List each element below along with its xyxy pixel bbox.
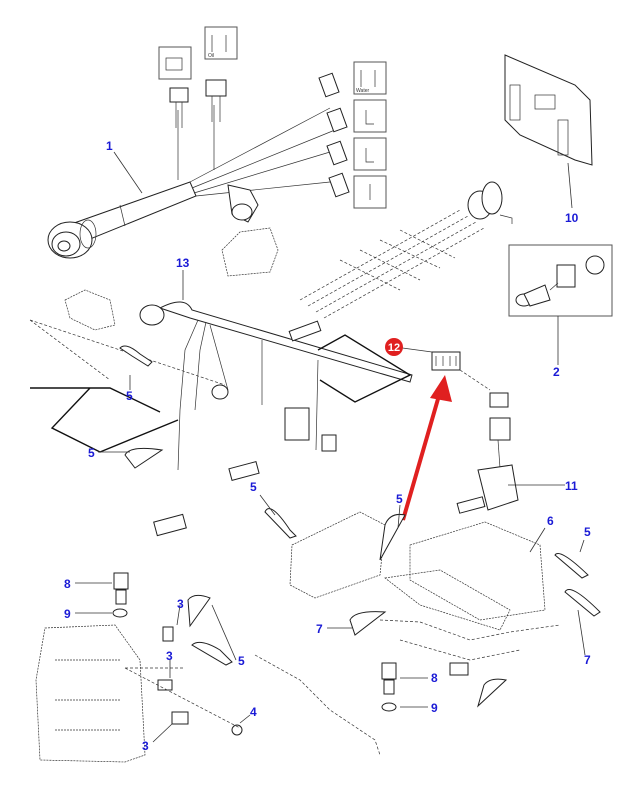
seal-ring-9-right-icon: [381, 702, 397, 712]
callout-5: 5: [250, 480, 257, 494]
pump-icon: [64, 289, 116, 331]
lower-harness: [254, 619, 561, 756]
callout-5: 5: [126, 389, 133, 403]
callout-5: 5: [238, 654, 245, 668]
harness-13: [29, 289, 413, 537]
round-connector-icon: [47, 219, 97, 259]
sensor-8-left-icon: [113, 572, 129, 605]
part-12-connector-icon: [431, 351, 491, 391]
round-connector-icon: [139, 304, 165, 326]
valve-block-icon: [221, 227, 279, 277]
inset-box-switch-b: [353, 137, 387, 171]
bracket-3-icon: [157, 679, 173, 691]
actuator-11-icon: [456, 392, 519, 514]
cable-clips: [119, 345, 601, 708]
callout-3: 3: [166, 649, 173, 663]
callouts: 1 2 3 3 3 4 5 5 5 5 5 5 5 6 7 7 8 8 9 9 …: [64, 139, 591, 753]
connector-icon: [326, 107, 348, 133]
callout-3: 3: [142, 739, 149, 753]
leader-lines: [75, 151, 586, 743]
callout-7: 7: [584, 653, 591, 667]
highlight-badge-12: 12: [385, 338, 403, 356]
red-arrow: [401, 375, 452, 521]
connector-icon: [205, 79, 227, 97]
callout-9: 9: [64, 607, 71, 621]
callout-6: 6: [547, 514, 554, 528]
callout-10: 10: [565, 211, 579, 225]
transmission-housing-icon: [289, 511, 546, 631]
callout-12: 12: [388, 342, 400, 354]
inset-box-actuator: [158, 46, 192, 80]
callout-4: 4: [250, 705, 257, 719]
callout-5: 5: [396, 492, 403, 506]
seal-ring-9-left-icon: [112, 608, 128, 618]
speed-sensor-icon: [228, 460, 260, 482]
sensor-icon: [153, 513, 187, 537]
solenoid-icon: [284, 407, 310, 441]
bolt-4-icon: [231, 724, 243, 736]
callout-5: 5: [88, 446, 95, 460]
inset-label-water: Water: [356, 88, 369, 94]
sensor-8-right-icon: [381, 662, 397, 695]
inset-box-oil-sensor: Oil: [204, 26, 238, 60]
connector-icon: [169, 87, 189, 103]
callout-1: 1: [106, 139, 113, 153]
connector-icon: [326, 140, 348, 166]
bracket-3-icon: [162, 626, 174, 642]
inset-box-switch-a: [353, 99, 387, 133]
callout-11: 11: [565, 479, 578, 493]
connector-icon: [318, 72, 340, 98]
inset-box-connector-kit: [508, 244, 613, 317]
connector-icon: [449, 662, 469, 676]
harness-2: [299, 181, 513, 319]
callout-9: 9: [431, 701, 438, 715]
callout-5: 5: [584, 525, 591, 539]
inset-label-oil: Oil: [208, 53, 214, 59]
callout-3: 3: [177, 597, 184, 611]
inset-box-water-sensor: Water: [353, 61, 387, 95]
elbow-connector-icon: [227, 184, 259, 223]
callout-2: 2: [553, 365, 560, 379]
bracket-3-icon: [171, 711, 189, 725]
callout-8: 8: [64, 577, 71, 591]
connector-icon: [288, 320, 322, 342]
engine-block-icon: [35, 624, 146, 763]
ecu-module-icon: [504, 54, 593, 166]
connector-icon: [328, 172, 350, 198]
elbow-connector-icon: [211, 384, 229, 400]
callout-8: 8: [431, 671, 438, 685]
callout-13: 13: [176, 256, 190, 270]
callout-7: 7: [316, 622, 323, 636]
pressure-switch-icon: [321, 434, 337, 452]
harness-1: [47, 72, 350, 259]
